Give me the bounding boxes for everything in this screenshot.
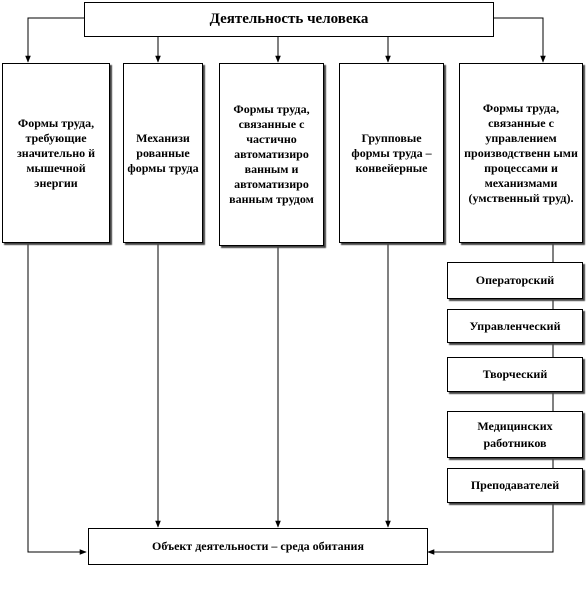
link-form-5-to-object bbox=[427, 243, 554, 555]
object-of-activity-box: Объект деятельности – среда обитания bbox=[88, 528, 428, 565]
labor-type-operator: Операторский bbox=[447, 262, 583, 299]
link-title-to-form-5 bbox=[493, 17, 546, 63]
labor-type-medical: Медицинских работников bbox=[447, 411, 583, 458]
labor-type-teachers: Преподавателей bbox=[447, 468, 583, 503]
labor-type-creative: Творческий bbox=[447, 357, 583, 392]
link-title-to-form-1 bbox=[25, 17, 84, 63]
labor-type-managerial: Управленческий bbox=[447, 309, 583, 343]
form-box-mental: Формы труда, связанные с управлением про… bbox=[459, 63, 583, 243]
diagram-title: Деятельность человека bbox=[84, 2, 494, 37]
form-box-automated: Формы труда, связанные с частично автома… bbox=[219, 63, 324, 246]
form-box-muscular: Формы труда, требующие значительно й мыш… bbox=[2, 63, 110, 243]
link-form-1-to-object bbox=[27, 243, 87, 555]
form-box-conveyor: Групповые формы труда – конвейерные bbox=[339, 63, 444, 243]
form-box-mechanized: Механизи рованные формы труда bbox=[123, 63, 203, 243]
